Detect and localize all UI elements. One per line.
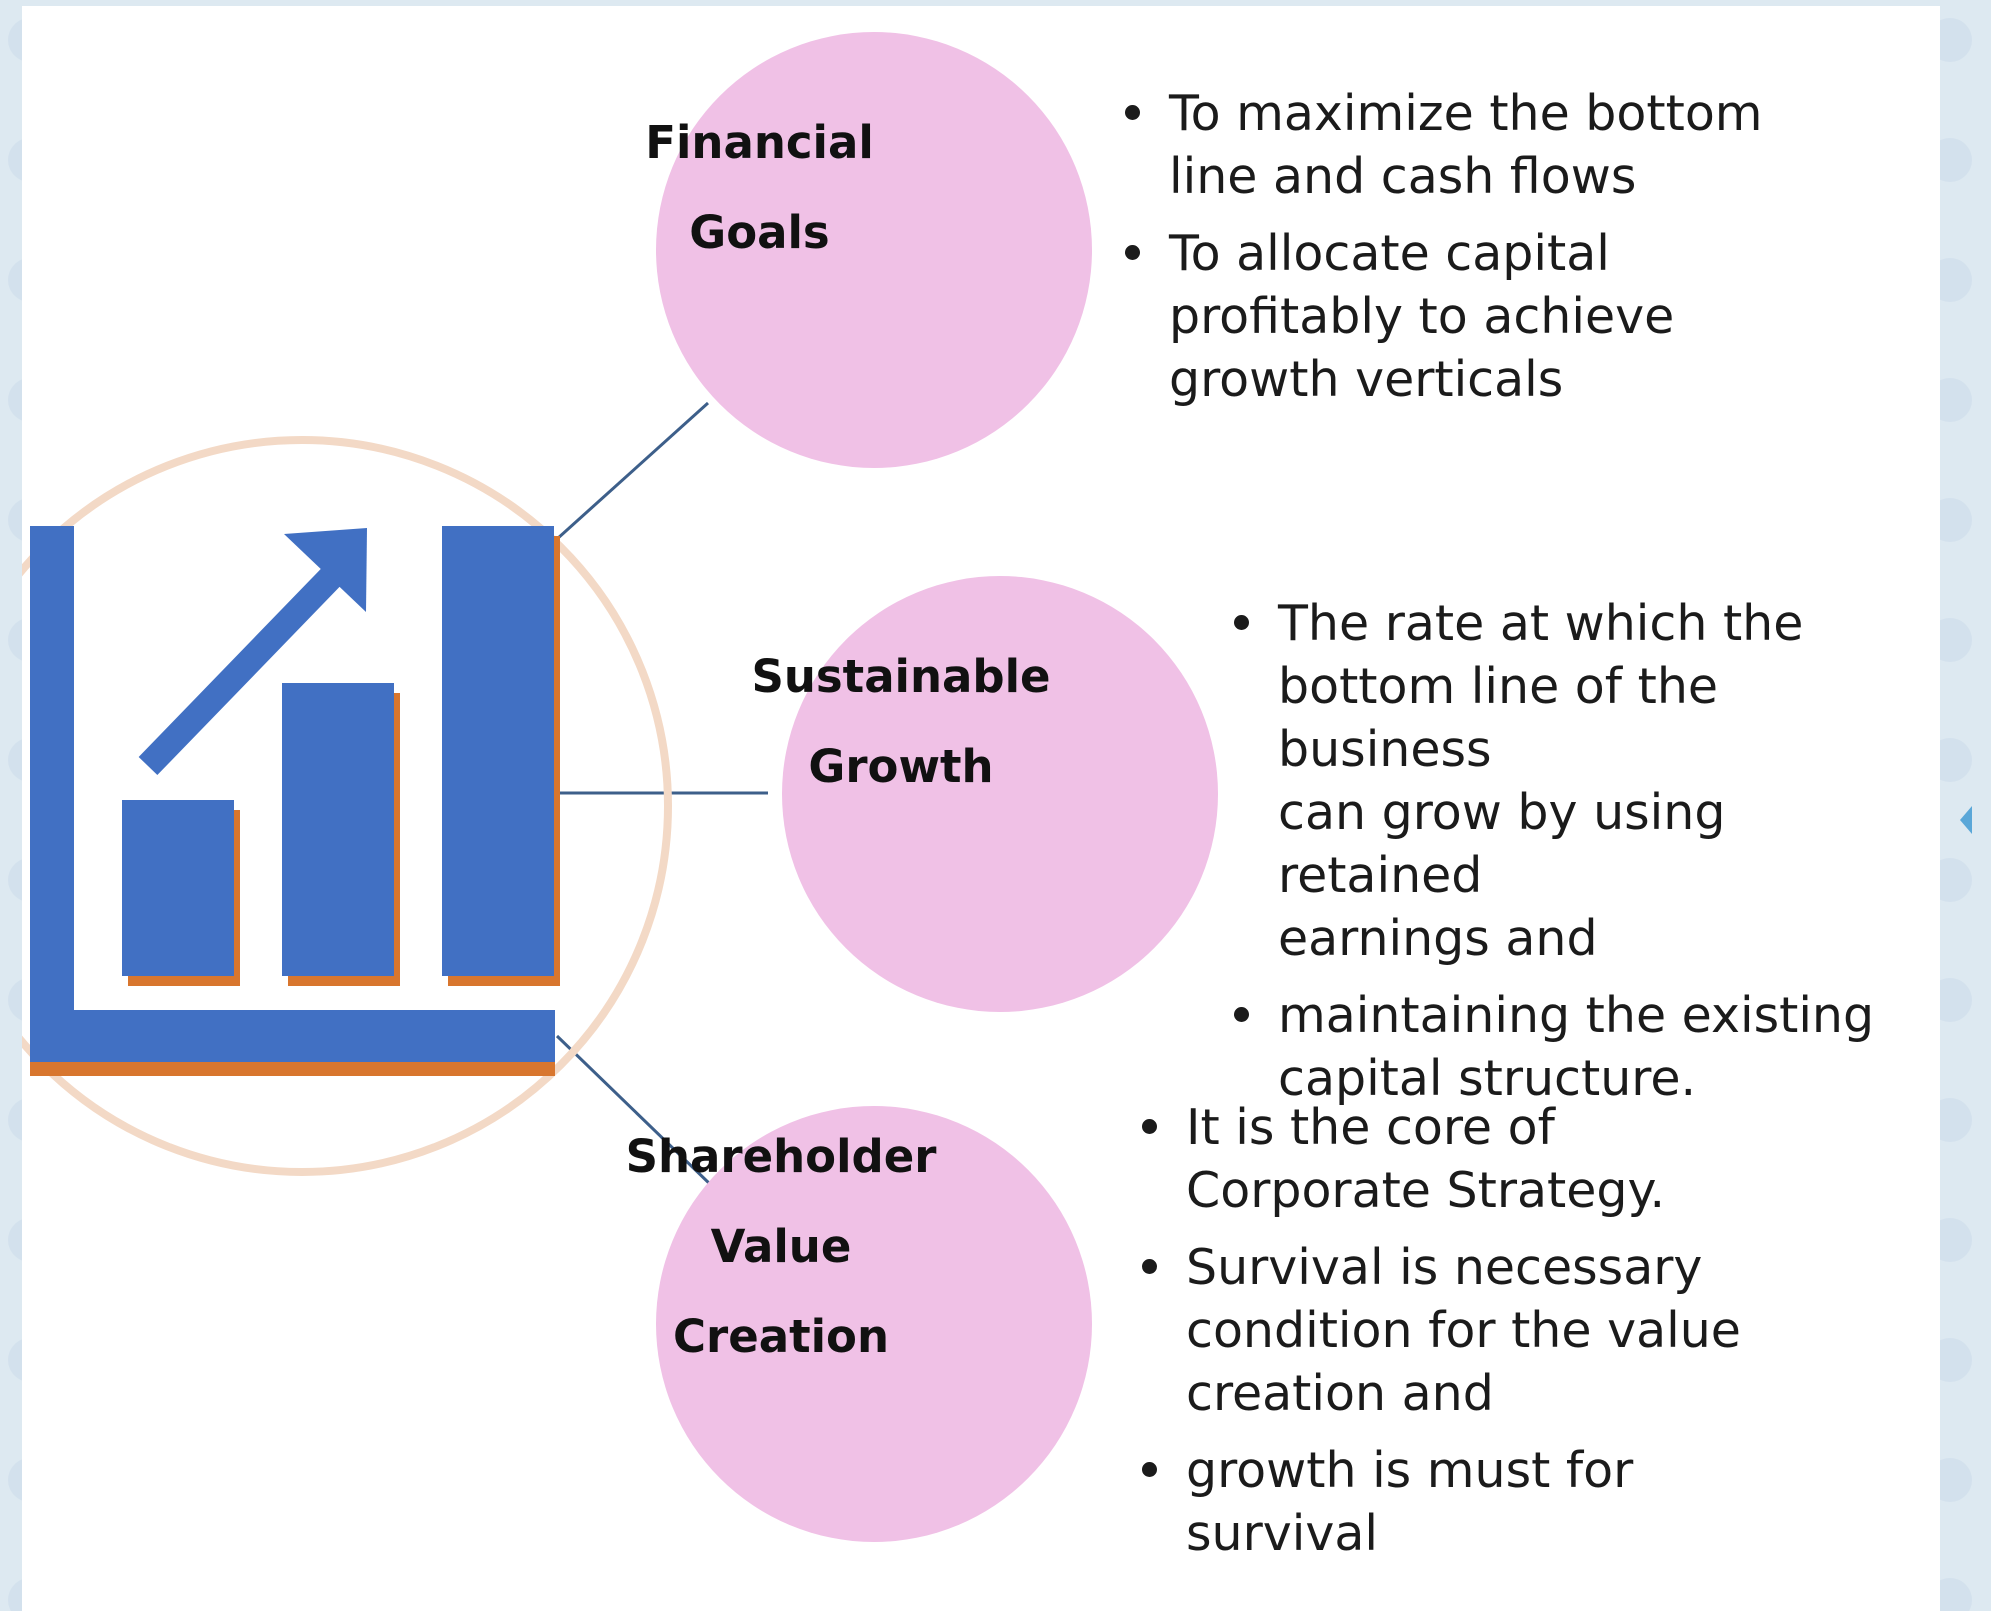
goal-circle-financial: [656, 32, 1092, 468]
bullet-text: To maximize the bottom line and cash flo…: [1169, 85, 1763, 205]
bullet-dot-icon: [1142, 1119, 1157, 1134]
goal-circle-shareholder-value-creation: [656, 1106, 1092, 1542]
strategy-diagram: [22, 32, 1218, 1542]
goal-title-shareholder-value-creation: Shareholder Value Creation: [626, 1112, 937, 1382]
bullet-text: growth is must for survival: [1186, 1442, 1634, 1562]
bullet-list-financial: To maximize the bottom line and cash flo…: [1125, 82, 1925, 425]
goal-title-financial: Financial Goals: [645, 88, 874, 288]
goal-title-line: Financial: [645, 116, 874, 169]
bullet-dot-icon: [1234, 615, 1249, 630]
bullet-dot-icon: [1125, 105, 1140, 120]
diagram-card: Financial Goals To maximize the bottom l…: [22, 6, 1940, 1611]
connector-lines: [555, 401, 768, 1188]
icon-ring: [22, 436, 672, 1176]
bullet-list-sustainable-growth: The rate at which the bottom line of the…: [1234, 592, 1934, 1124]
bar-tall: [442, 526, 554, 976]
bar-small: [122, 800, 234, 976]
bullet-list-shareholder-value-creation: It is the core of Corporate Strategy. Su…: [1142, 1096, 1922, 1579]
goal-title-line: Value: [710, 1220, 852, 1273]
bullet-text: To allocate capital profitably to achiev…: [1169, 225, 1675, 408]
bullet-dot-icon: [1125, 245, 1140, 260]
growth-arrow-head: [284, 528, 367, 612]
growth-chart-icon: [22, 436, 672, 1176]
goal-title-line: Shareholder: [625, 1130, 937, 1183]
bullet-text: The rate at which the bottom line of the…: [1278, 595, 1804, 967]
bullet-dot-icon: [1142, 1462, 1157, 1477]
bullet-dot-icon: [1142, 1259, 1157, 1274]
goal-circle-sustainable-growth: [782, 576, 1218, 1012]
goal-title-line: Creation: [673, 1310, 889, 1363]
goal-title-sustainable-growth: Sustainable Growth: [751, 622, 1050, 822]
goal-title-line: Goals: [689, 206, 830, 259]
bullet-item: To allocate capital profitably to achiev…: [1125, 222, 1925, 411]
goal-title-line: Sustainable: [751, 650, 1051, 703]
bar-medium: [282, 683, 394, 976]
bullet-dot-icon: [1234, 1007, 1249, 1022]
bullet-text: maintaining the existing capital structu…: [1278, 987, 1875, 1107]
bullet-text: Survival is necessary condition for the …: [1186, 1239, 1741, 1422]
bullet-item: growth is must for survival: [1142, 1439, 1922, 1565]
bullet-item: The rate at which the bottom line of the…: [1234, 592, 1934, 970]
connector-line: [555, 1034, 714, 1188]
growth-arrow-shaft: [138, 566, 342, 776]
bullet-item: To maximize the bottom line and cash flo…: [1125, 82, 1925, 208]
bullet-item: It is the core of Corporate Strategy.: [1142, 1096, 1922, 1222]
edge-marker-icon: [1960, 806, 1972, 834]
bullet-text: It is the core of Corporate Strategy.: [1186, 1099, 1666, 1219]
goal-title-line: Growth: [808, 740, 994, 793]
goal-circles: [656, 32, 1218, 1542]
connector-line: [555, 401, 710, 541]
bullet-item: Survival is necessary condition for the …: [1142, 1236, 1922, 1425]
bullet-item: maintaining the existing capital structu…: [1234, 984, 1934, 1110]
